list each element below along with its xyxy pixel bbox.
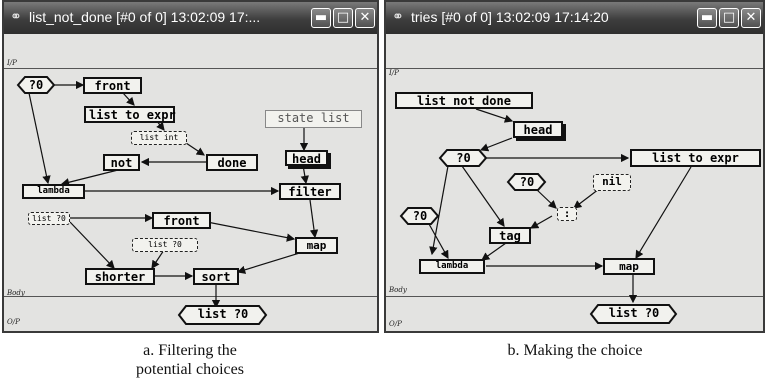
section-label-output: O/P (7, 318, 20, 326)
maximize-button[interactable]: □ (719, 8, 739, 28)
caption-a: a. Filtering the potential choices (60, 341, 320, 379)
node-front[interactable]: front (83, 77, 142, 94)
node-list-to-expr[interactable]: list to expr (630, 149, 761, 167)
titlebar[interactable]: ⚭ list_not_done [#0 of 0] 13:02:09 17:..… (4, 2, 377, 34)
node-list-not-done[interactable]: list not done (395, 92, 533, 109)
maximize-icon: □ (722, 10, 736, 25)
node-nil[interactable]: nil (593, 174, 631, 191)
node-head[interactable]: head (285, 150, 328, 166)
node-list-q0-input[interactable]: list ?0 (28, 212, 70, 225)
minimize-button[interactable]: ▬ (697, 8, 717, 28)
node-map[interactable]: map (295, 237, 338, 254)
body-divider (4, 296, 377, 297)
close-icon: ✕ (745, 10, 757, 25)
window-title: list_not_done [#0 of 0] 13:02:09 17:... (29, 9, 261, 25)
node-q0-b[interactable]: ?0 (519, 175, 535, 189)
window-list-not-done: ⚭ list_not_done [#0 of 0] 13:02:09 17:..… (2, 0, 379, 333)
caption-a-line-2: potential choices (136, 361, 244, 378)
graph-edges (399, 108, 692, 324)
graph-edges (16, 76, 319, 325)
node-sort[interactable]: sort (193, 268, 239, 285)
input-divider (4, 68, 377, 69)
section-label-input: I/P (7, 59, 17, 67)
input-divider (386, 68, 763, 69)
node-output-list-q0[interactable]: list ?0 (608, 306, 660, 320)
node-output-list-q0[interactable]: list ?0 (197, 307, 249, 321)
eye-glasses-icon: ⚭ (392, 9, 404, 25)
node-q0-a[interactable]: ?0 (456, 151, 471, 165)
node-tag[interactable]: tag (489, 227, 531, 244)
caption-b-line-1: b. Making the choice (507, 342, 643, 359)
section-label-body: Body (7, 289, 25, 297)
section-label-output: O/P (389, 320, 402, 328)
node-cons[interactable]: : (557, 207, 577, 221)
node-q0-c[interactable]: ?0 (412, 209, 428, 223)
node-list-to-expr[interactable]: list to expr (84, 106, 176, 123)
section-label-body: Body (389, 286, 407, 294)
maximize-button[interactable]: □ (333, 8, 353, 28)
eye-glasses-icon: ⚭ (10, 9, 22, 25)
section-label-input: I/P (389, 69, 399, 77)
caption-b: b. Making the choice (440, 341, 710, 360)
minimize-icon: ▬ (314, 10, 328, 25)
node-list-q0-temp[interactable]: list ?0 (132, 238, 198, 252)
minimize-icon: ▬ (700, 10, 714, 25)
node-lambda[interactable]: lambda (419, 259, 485, 274)
minimize-button[interactable]: ▬ (311, 8, 331, 28)
node-done[interactable]: done (206, 154, 258, 171)
node-list-int[interactable]: list int (131, 131, 187, 145)
close-icon: ✕ (359, 10, 371, 25)
node-not[interactable]: not (103, 154, 140, 171)
node-filter[interactable]: filter (279, 183, 341, 200)
node-map[interactable]: map (603, 258, 655, 275)
body-divider (386, 296, 763, 297)
node-front-2[interactable]: front (152, 212, 211, 229)
node-head[interactable]: head (513, 121, 563, 138)
node-shorter[interactable]: shorter (85, 268, 155, 285)
window-title: tries [#0 of 0] 13:02:09 17:14:20 (411, 9, 609, 25)
maximize-icon: □ (336, 10, 350, 25)
close-button[interactable]: ✕ (741, 8, 761, 28)
node-state-list[interactable]: state list (265, 110, 362, 128)
titlebar[interactable]: ⚭ tries [#0 of 0] 13:02:09 17:14:20 ▬ □ … (386, 2, 763, 34)
window-tries: ⚭ tries [#0 of 0] 13:02:09 17:14:20 ▬ □ … (384, 0, 765, 333)
node-lambda[interactable]: lambda (22, 184, 85, 199)
caption-a-line-1: a. Filtering the (143, 342, 237, 359)
node-q0[interactable]: ?0 (28, 78, 44, 92)
close-button[interactable]: ✕ (355, 8, 375, 28)
